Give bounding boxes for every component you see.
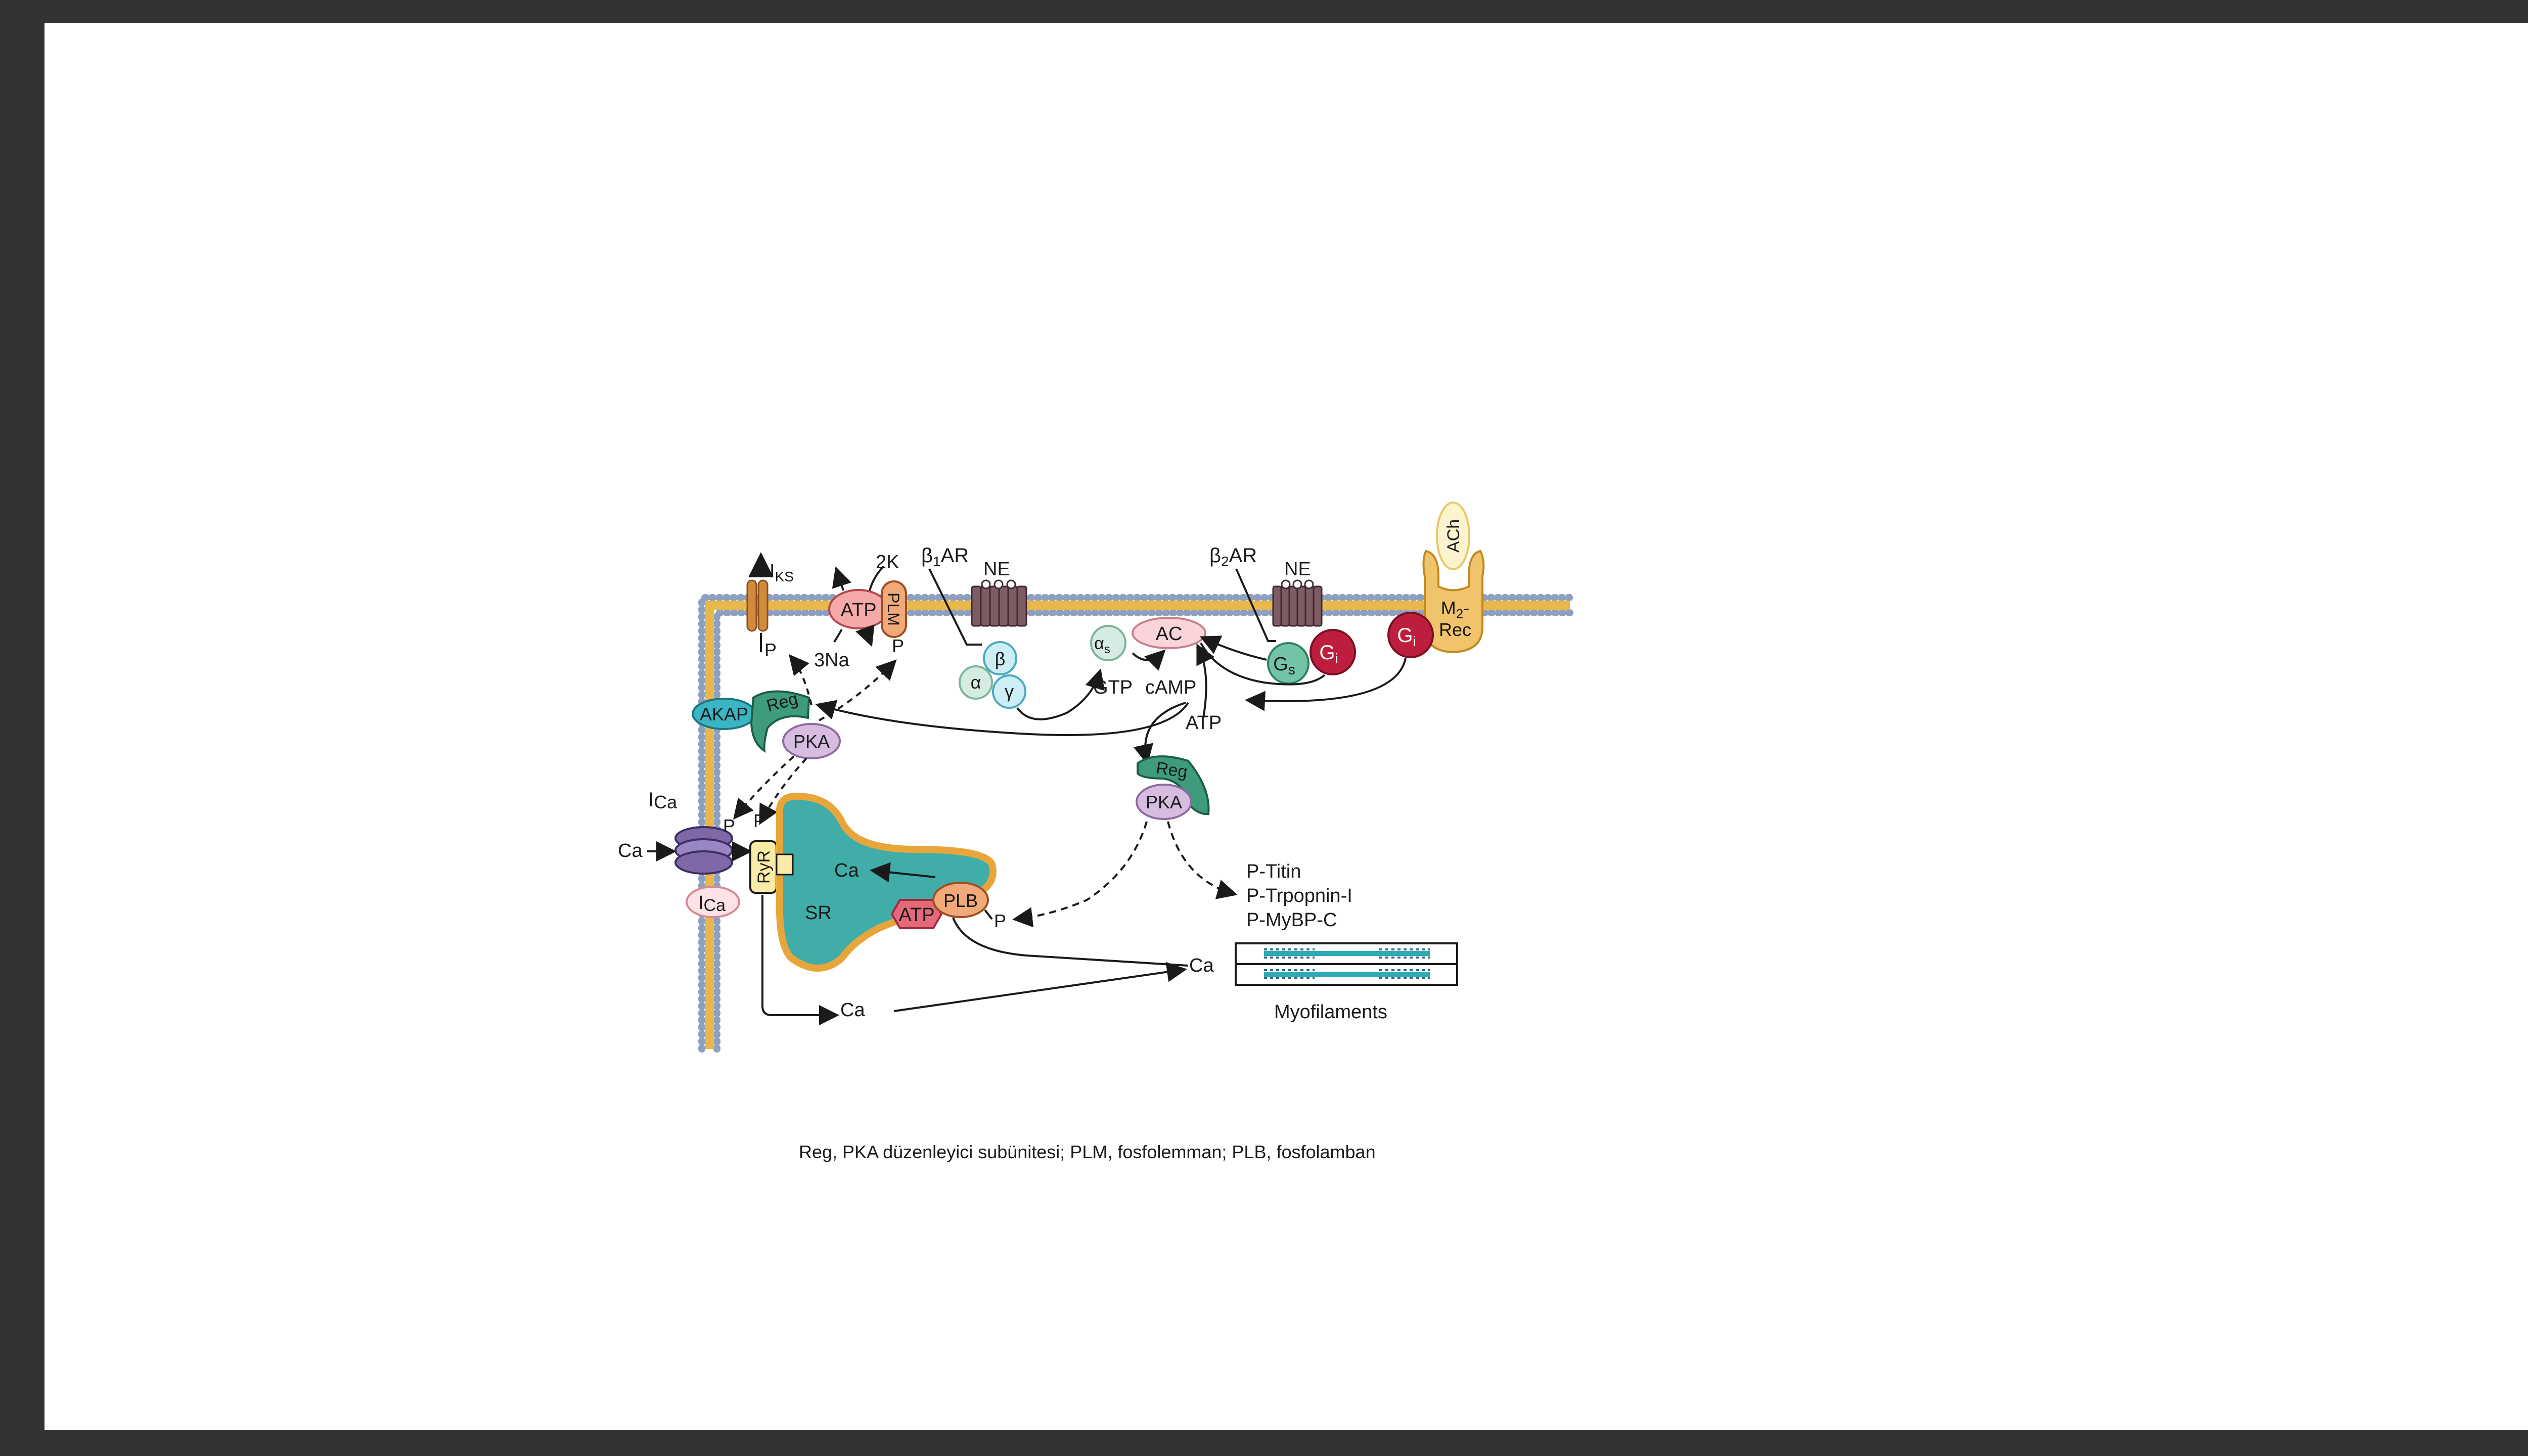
svg-text:PLM: PLM xyxy=(884,593,902,626)
figure-caption: Reg, PKA düzenleyici subünitesi; PLM, fo… xyxy=(799,1142,1376,1162)
iks-channel xyxy=(746,579,769,632)
na-line xyxy=(833,628,843,643)
pka-top: PKA xyxy=(782,723,841,759)
svg-text:PLB: PLB xyxy=(943,890,978,911)
svg-text:Gs: Gs xyxy=(1273,654,1295,677)
p-troponin-label: P-Trpopnin-I xyxy=(1246,885,1352,906)
gi-m2: Gi xyxy=(1387,612,1434,658)
atp-ac-label: ATP xyxy=(1186,712,1222,734)
myofilaments-label: Myofilaments xyxy=(1274,1002,1387,1023)
ryanodine-receptor: RyR xyxy=(749,840,778,894)
pka-lower: PKA xyxy=(1136,784,1192,820)
akap: AKAP xyxy=(692,698,756,730)
g-beta: β xyxy=(983,641,1017,675)
svg-text:PKA: PKA xyxy=(793,731,830,752)
p-plm-label: P xyxy=(892,635,904,656)
na-arrow xyxy=(855,624,875,647)
camp-label: cAMP xyxy=(1145,677,1196,698)
k-arrow xyxy=(832,566,851,591)
gi-inhibits-ac-arrow xyxy=(1245,658,1407,711)
pka-to-ltcc-dashed-arrow xyxy=(733,755,795,820)
plb: PLB xyxy=(932,882,989,918)
camp-to-pka-lower-arrow xyxy=(1133,702,1186,765)
beta1ar-leader xyxy=(928,568,982,646)
plb-p-tick xyxy=(984,909,993,920)
svg-text:γ: γ xyxy=(1005,681,1014,702)
ca-myo-label: Ca xyxy=(1189,955,1214,976)
pka-to-myofilament-proteins-dashed-arrow xyxy=(1167,821,1238,899)
svg-text:PKA: PKA xyxy=(1146,792,1182,812)
ach: ACh xyxy=(1436,502,1470,570)
gi-beta2: Gi xyxy=(1310,629,1356,675)
svg-text:αs: αs xyxy=(1094,634,1110,656)
svg-text:AKAP: AKAP xyxy=(700,704,748,724)
p-plb-label: P xyxy=(994,911,1006,931)
svg-text:β: β xyxy=(995,649,1006,669)
p-ltcc-label: P xyxy=(723,815,735,836)
two-k-label: 2K xyxy=(876,552,899,573)
svg-text:ATP: ATP xyxy=(840,600,876,621)
beta2ar-receptor xyxy=(1272,579,1323,627)
svg-text:ATP: ATP xyxy=(898,904,934,926)
ne1-label: NE xyxy=(983,559,1010,580)
gtp-label: GTP xyxy=(1093,677,1133,698)
beta2ar-leader xyxy=(1235,568,1276,642)
gs: Gs xyxy=(1267,642,1310,685)
svg-text:AC: AC xyxy=(1156,623,1183,645)
gi-beta2-to-ac-line xyxy=(1200,643,1326,686)
myofilaments xyxy=(1235,942,1458,986)
p-ryr-label: P xyxy=(753,810,765,831)
svg-text:Gi: Gi xyxy=(1397,624,1416,649)
ica-lower: ICa xyxy=(686,886,740,918)
g-alpha-to-alpha-s-arrow xyxy=(1016,668,1105,720)
ca-to-myofilaments-arrow xyxy=(893,962,1187,1012)
camp-to-pka-top-arrow xyxy=(815,700,1189,736)
ca-bottom-label: Ca xyxy=(840,999,865,1021)
beta1ar-receptor xyxy=(971,579,1027,627)
svg-text:Reg: Reg xyxy=(1155,758,1189,782)
atp-to-ac-arrow xyxy=(1196,643,1215,718)
ryr-release-arrow xyxy=(761,895,839,1025)
p-titin-label: P-Titin xyxy=(1246,861,1301,882)
p-iks-label: P xyxy=(764,640,777,660)
pka-to-ryr-dashed-arrow xyxy=(759,757,807,826)
svg-text:ACh: ACh xyxy=(1444,519,1463,553)
g-alpha: α xyxy=(959,665,993,700)
beta1ar-label: β1AR xyxy=(921,544,969,569)
na-k-pump: ATP xyxy=(828,589,889,629)
svg-text:M2-: M2- xyxy=(1441,598,1469,621)
iks-label: IKS xyxy=(770,561,794,584)
reg-top: Reg xyxy=(750,689,810,753)
svg-text:Rec: Rec xyxy=(1439,619,1471,640)
svg-text:Gi: Gi xyxy=(1319,642,1338,666)
p-mybpc-label: P-MyBP-C xyxy=(1246,909,1337,931)
sr-release-line xyxy=(952,917,1189,967)
pka-to-plm-dashed-arrow xyxy=(819,659,897,721)
k-in-line xyxy=(869,565,885,591)
serca-atp: ATP xyxy=(890,899,943,929)
adenylyl-cyclase: AC xyxy=(1132,617,1206,649)
plm: PLM xyxy=(881,580,907,638)
sr-label: SR xyxy=(805,902,832,924)
alpha-s-activates-ac-arrow xyxy=(1132,649,1166,671)
ca-in-label: Ca xyxy=(618,840,643,861)
gs-to-ac-arrow xyxy=(1199,635,1267,661)
svg-text:α: α xyxy=(971,672,981,693)
serca-uptake-arrow xyxy=(870,862,936,883)
slide-canvas xyxy=(44,23,2528,1430)
three-na-label: 3Na xyxy=(814,650,850,671)
ica-top-label: ICa xyxy=(648,789,678,812)
ne2-label: NE xyxy=(1284,559,1311,580)
beta2ar-label: β2AR xyxy=(1209,544,1257,569)
svg-text:ICa: ICa xyxy=(698,892,726,915)
pka-to-iks-dashed-arrow xyxy=(788,654,812,706)
svg-text:RyR: RyR xyxy=(754,850,774,884)
pka-to-plb-dashed-arrow xyxy=(1012,821,1148,928)
sr-ca-label: Ca xyxy=(834,860,859,881)
g-gamma: γ xyxy=(992,674,1026,709)
alpha-s: αs xyxy=(1090,625,1126,661)
